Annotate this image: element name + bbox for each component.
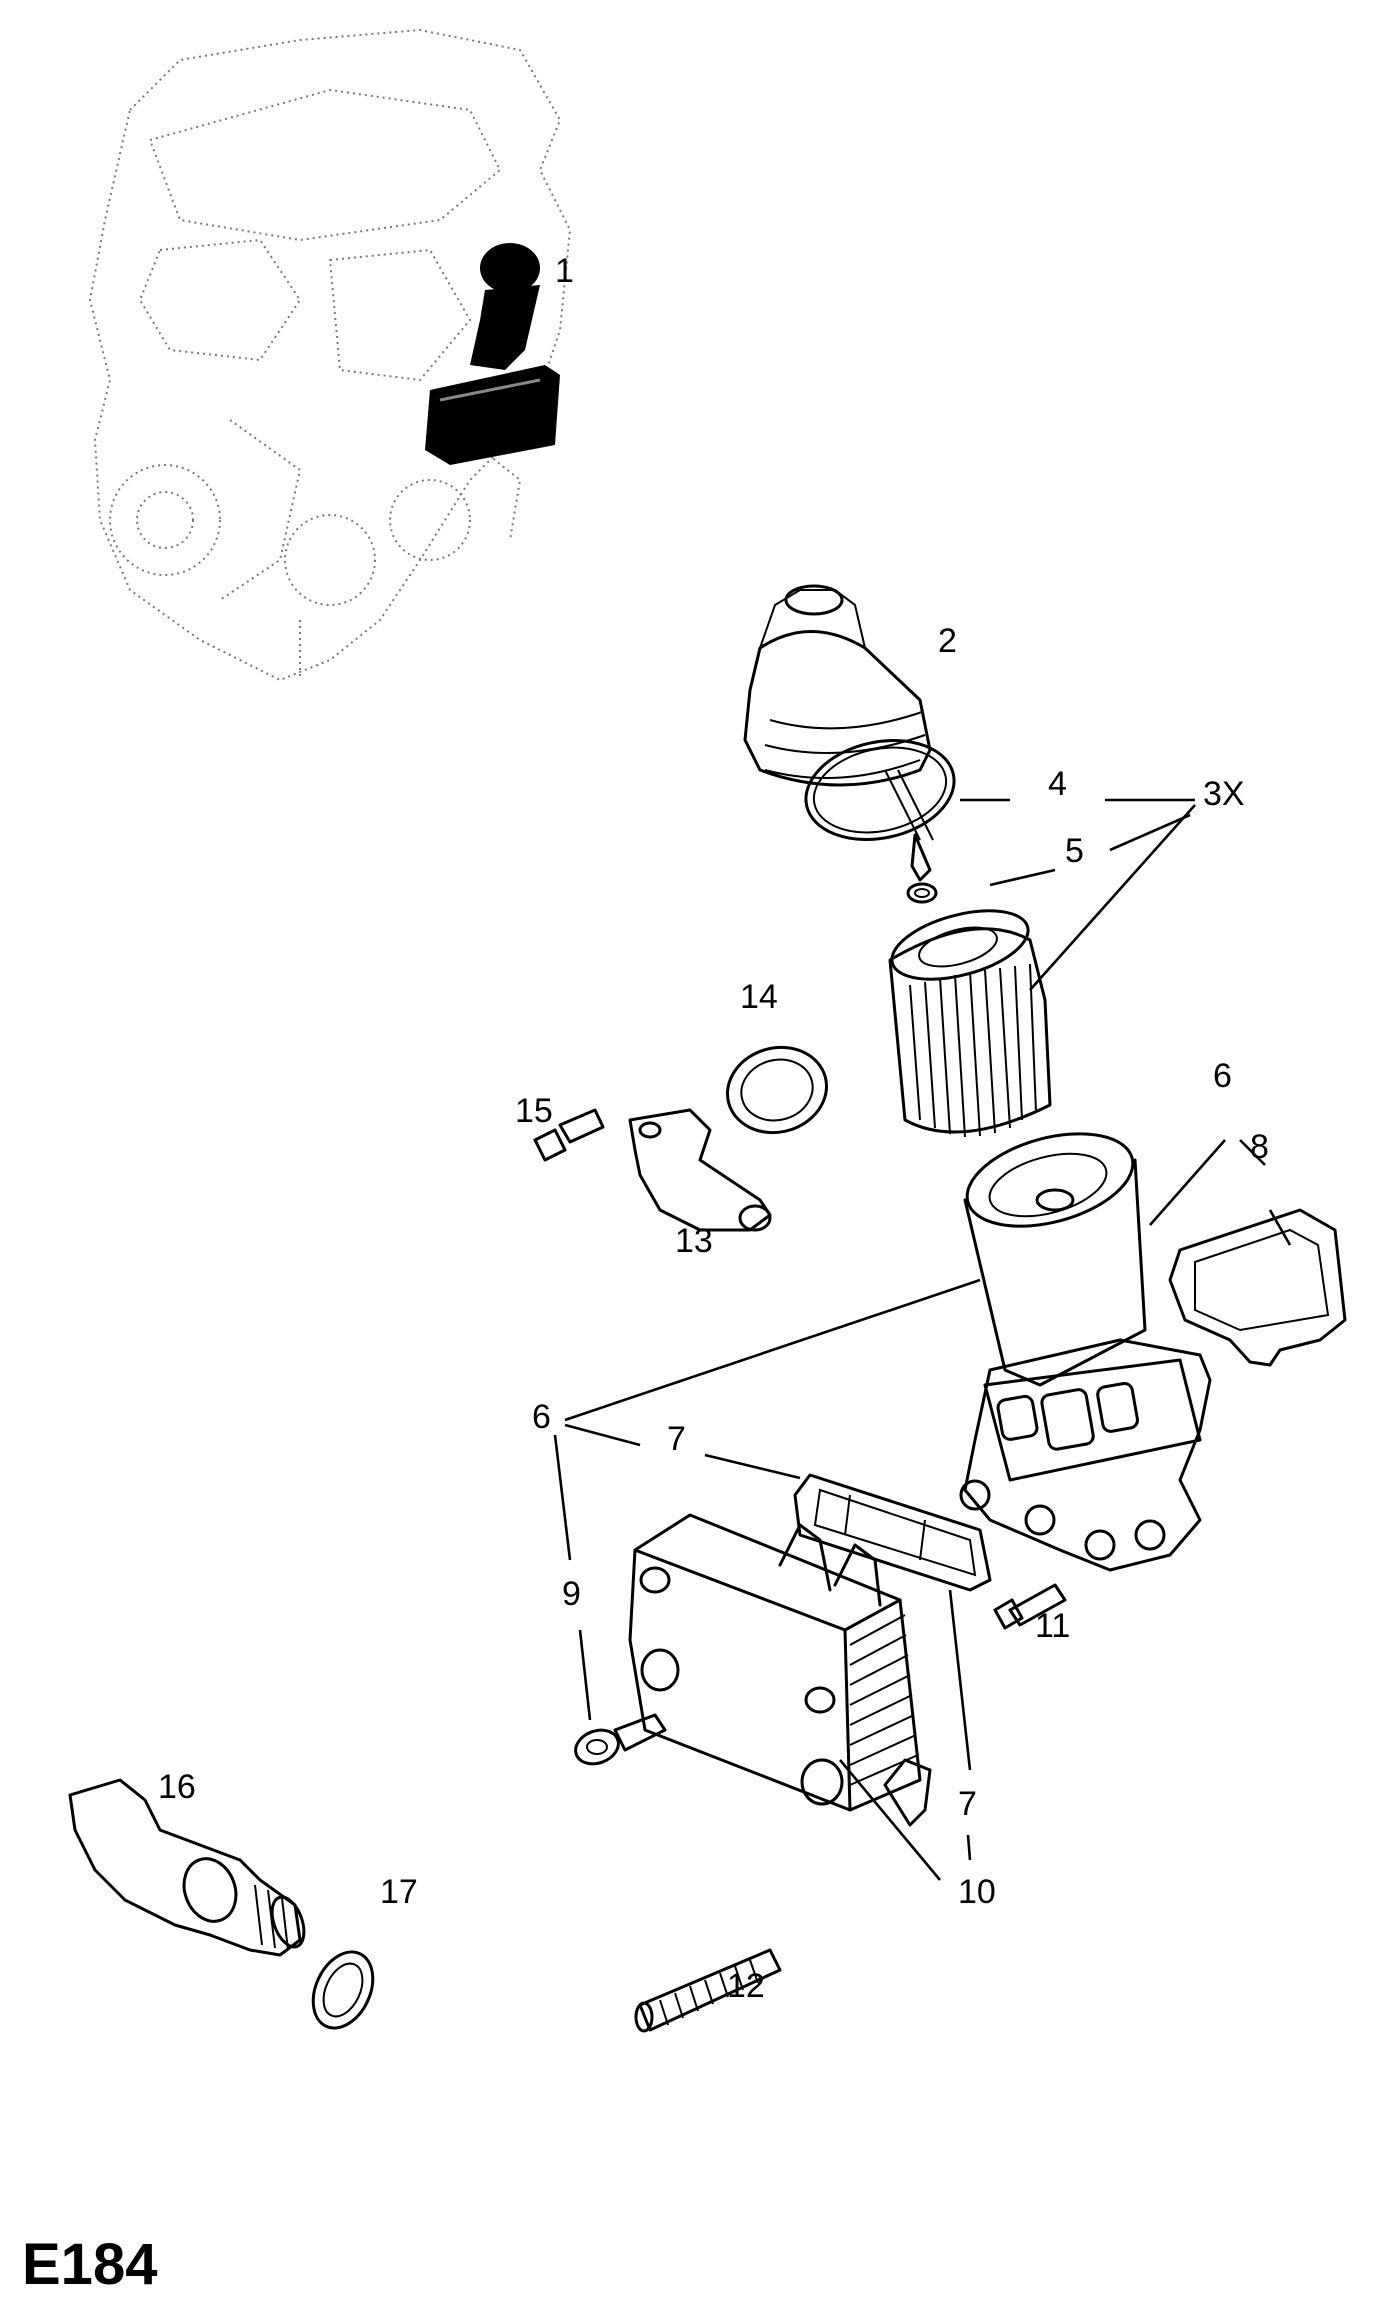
bolt-15 [533, 1108, 605, 1162]
callout-4: 4 [1048, 765, 1067, 803]
seal-ring-17 [311, 1950, 375, 2030]
oil-cooler [628, 1513, 932, 1827]
callout-3x: 3X [1203, 775, 1245, 813]
callout-9: 9 [562, 1575, 581, 1613]
callout-6-upper: 6 [1213, 1057, 1232, 1095]
figure-id: E184 [22, 2232, 157, 2297]
housing-gasket [1168, 1208, 1347, 1367]
callout-10: 10 [958, 1873, 996, 1911]
callout-11: 11 [1035, 1607, 1070, 1645]
filter-element [888, 909, 1052, 1138]
engine-overview [88, 28, 572, 682]
stud [634, 1948, 782, 2033]
cover [628, 1108, 772, 1232]
callout-6-lower: 6 [532, 1398, 551, 1436]
callout-14: 14 [740, 978, 778, 1016]
callout-13: 13 [675, 1222, 713, 1260]
callout-8: 8 [1250, 1128, 1269, 1166]
cooler-gasket [793, 1473, 992, 1592]
leader-lines [553, 798, 1292, 1881]
seal-ring-14 [725, 1045, 829, 1135]
small-o-ring [906, 882, 938, 904]
callout-15: 15 [515, 1092, 553, 1130]
filter-housing [959, 1132, 1212, 1572]
callout-1: 1 [555, 252, 574, 290]
callout-16: 16 [158, 1768, 196, 1806]
callout-17: 17 [380, 1873, 418, 1911]
large-o-ring [804, 739, 956, 841]
sensor [68, 1778, 306, 1957]
callout-7-lower: 7 [958, 1785, 977, 1823]
bolt-9 [574, 1713, 667, 1766]
callout-labels: 1 2 4 3X 5 14 6 15 8 13 6 7 9 11 16 7 17… [158, 252, 1269, 2005]
bolt-11 [993, 1583, 1067, 1630]
callout-12: 12 [727, 1967, 765, 2005]
highlighted-oil-filter-housing [425, 243, 560, 465]
callout-5: 5 [1065, 832, 1084, 870]
callout-2: 2 [938, 622, 957, 660]
callout-7-upper: 7 [667, 1420, 686, 1458]
